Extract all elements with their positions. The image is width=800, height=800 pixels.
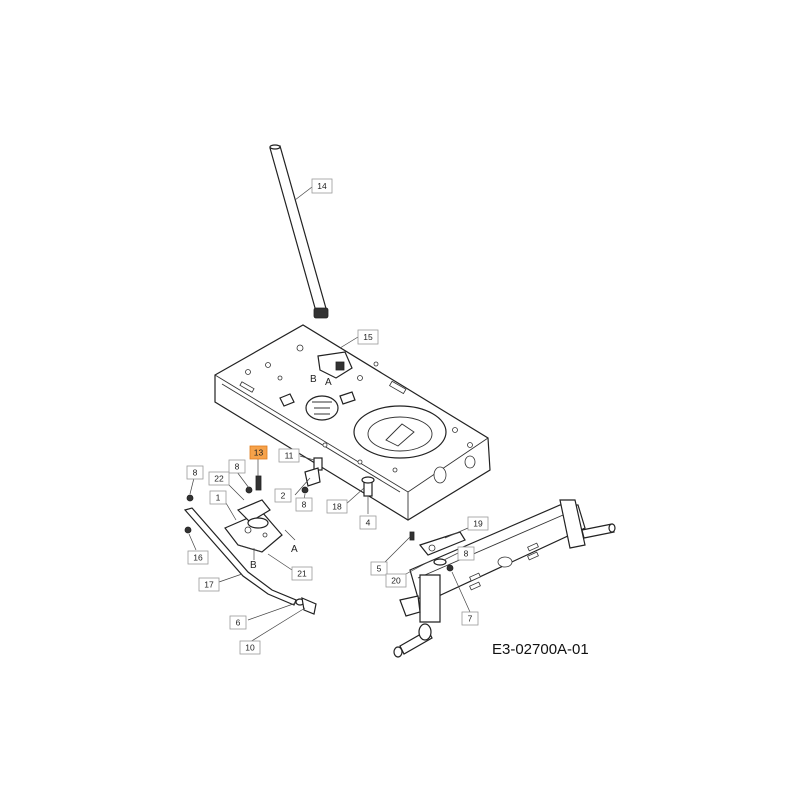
steering-shaft: [269, 144, 329, 319]
callout-8-c[interactable]: 8: [295, 497, 313, 512]
callout-7[interactable]: 7: [461, 611, 479, 626]
svg-text:2: 2: [281, 491, 286, 501]
callout-8-a[interactable]: 8: [228, 459, 246, 474]
callout-13[interactable]: 13: [249, 445, 268, 460]
ref-letter-b-top: B: [310, 374, 317, 385]
svg-text:16: 16: [193, 553, 203, 563]
svg-text:10: 10: [245, 643, 255, 653]
svg-text:21: 21: [297, 569, 307, 579]
svg-text:17: 17: [204, 580, 214, 590]
callout-8-b[interactable]: 8: [186, 465, 204, 480]
leader-lines: [188, 186, 471, 643]
callout-8-d[interactable]: 8: [457, 546, 475, 561]
reference-letters: B A A B: [250, 374, 332, 571]
callout-11[interactable]: 11: [278, 448, 300, 463]
callout-10[interactable]: 10: [239, 640, 261, 655]
svg-text:8: 8: [193, 468, 198, 478]
steering-gear-assembly: [183, 457, 375, 615]
front-axle: [393, 499, 616, 658]
callout-20[interactable]: 20: [385, 573, 407, 588]
svg-text:8: 8: [464, 549, 469, 559]
svg-text:11: 11: [285, 451, 294, 461]
svg-text:14: 14: [317, 181, 327, 191]
svg-text:18: 18: [332, 502, 342, 512]
callout-17[interactable]: 17: [198, 577, 220, 592]
ref-letter-b-low: B: [250, 560, 257, 571]
callout-6[interactable]: 6: [229, 615, 247, 630]
callout-4[interactable]: 4: [359, 515, 377, 530]
svg-text:20: 20: [391, 576, 401, 586]
svg-text:1: 1: [216, 493, 221, 503]
callout-2[interactable]: 2: [274, 488, 292, 503]
ref-letter-a-low: A: [291, 544, 298, 555]
callout-22[interactable]: 22: [208, 471, 230, 486]
callout-19[interactable]: 19: [467, 516, 489, 531]
callout-5[interactable]: 5: [370, 561, 388, 576]
callouts: 14 15 13 11 8 8 22 1 2 8 18 4 16 21 17 6…: [186, 178, 489, 655]
svg-text:22: 22: [214, 474, 224, 484]
ref-letter-a-top: A: [325, 377, 332, 388]
callout-14[interactable]: 14: [311, 178, 333, 194]
svg-text:4: 4: [366, 518, 371, 528]
diagram-code: E3-02700A-01: [492, 641, 589, 658]
svg-text:13: 13: [254, 448, 264, 458]
callout-16[interactable]: 16: [187, 550, 209, 565]
svg-text:8: 8: [302, 500, 307, 510]
svg-text:7: 7: [468, 614, 473, 624]
svg-text:19: 19: [473, 519, 483, 529]
callout-1[interactable]: 1: [209, 490, 227, 505]
callout-21[interactable]: 21: [291, 566, 313, 581]
svg-text:5: 5: [377, 564, 382, 574]
callout-15[interactable]: 15: [357, 329, 379, 345]
svg-text:6: 6: [236, 618, 241, 628]
svg-text:15: 15: [363, 332, 373, 342]
svg-text:8: 8: [235, 462, 240, 472]
frame: [214, 324, 491, 521]
callout-18[interactable]: 18: [326, 499, 348, 514]
